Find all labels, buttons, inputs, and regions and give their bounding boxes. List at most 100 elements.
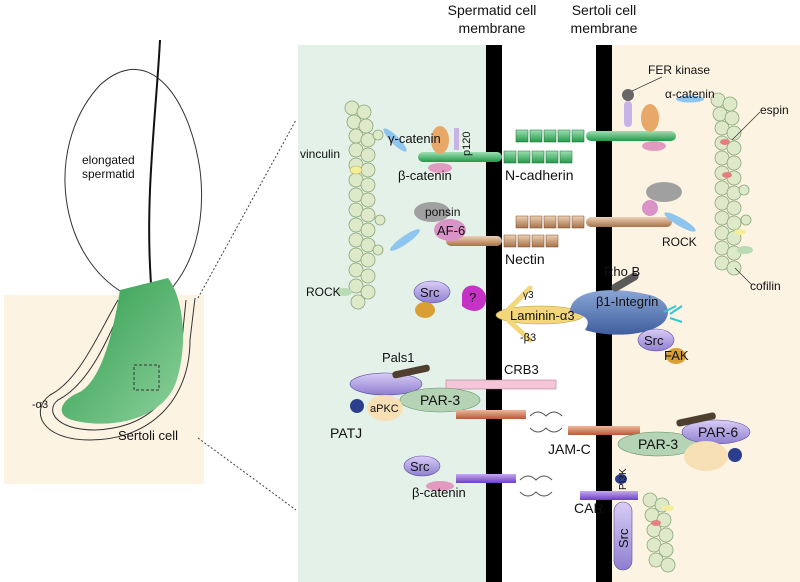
spermatid-header-2: membrane xyxy=(459,20,526,36)
cofilin-marker xyxy=(734,229,746,235)
rho-b-label: Rho B xyxy=(604,264,640,279)
rock-right-label: ROCK xyxy=(662,235,697,249)
beta3-label: -β3 xyxy=(520,332,536,344)
vinculin-label: vinculin xyxy=(300,147,340,161)
beta-catenin-bottom-shape xyxy=(426,481,454,491)
src-bottom-shape xyxy=(403,455,441,477)
spermatid-region xyxy=(298,45,486,582)
src-fak-shape xyxy=(637,328,675,352)
apkc-label: aPKC xyxy=(370,403,399,415)
jam-c-left xyxy=(456,410,526,419)
integrin-label: β1-Integrin xyxy=(596,294,658,309)
nectin-right xyxy=(515,215,672,229)
pals1-shape xyxy=(349,372,423,396)
ponsin-shape xyxy=(414,202,450,222)
crb3-shape xyxy=(445,379,557,390)
cofilin-label: cofilin xyxy=(750,279,781,293)
integrin-shape xyxy=(570,290,668,335)
laminin-arm-top xyxy=(505,285,533,313)
jam-c-label: JAM-C xyxy=(548,441,591,457)
src-fak-label: Src xyxy=(644,333,664,348)
src-top-shape xyxy=(413,280,451,304)
af6-right-link xyxy=(664,212,696,232)
elongated-label-1: elongated xyxy=(82,153,135,167)
src-top-small xyxy=(415,302,435,318)
rock-left-label: ROCK xyxy=(306,285,341,299)
par6-label: PAR-6 xyxy=(698,424,738,440)
af6-link xyxy=(390,229,420,251)
beta-catenin-right xyxy=(642,141,666,151)
rho-b-shape xyxy=(611,272,639,292)
jam-c-right xyxy=(568,426,640,435)
af6-shape xyxy=(434,219,466,241)
ponsin-label: ponsin xyxy=(425,205,460,219)
par-complex-oval xyxy=(684,441,728,471)
car-label: CAR xyxy=(574,500,604,516)
pi3k-shape xyxy=(615,474,627,484)
alpha-catenin-right-shape xyxy=(676,95,704,103)
p120-shape xyxy=(454,128,459,150)
espin-leader xyxy=(731,111,761,141)
nectin-left xyxy=(446,234,559,248)
question-label: ? xyxy=(469,290,476,305)
integrin-tail xyxy=(663,305,683,323)
gamma3-label: γ3 xyxy=(523,290,534,301)
car-loops xyxy=(519,475,553,497)
gamma-catenin-right xyxy=(641,104,659,132)
elongated-label-2: spermatid xyxy=(82,167,135,181)
alpha-catenin-label: α-catenin xyxy=(665,87,715,101)
p120-label: p120 xyxy=(461,132,473,156)
overview-panel: elongated spermatid -α3 Sertoli cell xyxy=(4,39,297,511)
src-vertical-shape xyxy=(613,501,633,571)
n-cadherin-right xyxy=(515,129,676,143)
pals1-label: Pals1 xyxy=(382,350,415,365)
car-left xyxy=(456,474,516,483)
cofilin-leader xyxy=(734,267,753,286)
spermatid-flagellum xyxy=(148,39,161,301)
espin-marker-2 xyxy=(722,172,732,178)
fer-kinase-stem xyxy=(624,101,632,127)
spermatid-body xyxy=(61,278,184,424)
par3-left-label: PAR-3 xyxy=(420,392,460,408)
af6-label: AF-6 xyxy=(437,223,465,238)
gamma-catenin-label: γ-catenin xyxy=(388,131,441,146)
spermatid-head-outline xyxy=(64,69,203,301)
laminin-label: Laminin-α3 xyxy=(510,308,575,323)
rock-right-shape xyxy=(737,246,753,254)
src-vertical-label: Src xyxy=(616,528,631,548)
beta-catenin-bottom-label: β-catenin xyxy=(412,485,466,500)
pals1-bar xyxy=(392,364,430,379)
fak-label: FAK xyxy=(664,348,689,363)
question-protein xyxy=(462,285,487,311)
par-blue-dot xyxy=(728,448,742,462)
laminin-arm-bottom xyxy=(505,317,533,343)
par3-left-shape xyxy=(399,387,481,413)
zoom-box xyxy=(133,364,160,391)
spermatid-header-1: Spermatid cell xyxy=(448,2,537,18)
zoom-line-bottom xyxy=(197,437,297,511)
src-top-label: Src xyxy=(420,285,440,300)
nectin-label: Nectin xyxy=(505,251,545,267)
espin-label: espin xyxy=(760,103,789,117)
car-right xyxy=(580,491,638,500)
spermatid-membrane xyxy=(486,45,502,582)
vinculin-marker xyxy=(349,165,363,175)
par6-bar xyxy=(676,412,716,427)
gamma-catenin xyxy=(431,126,449,154)
beta-catenin-top-shape xyxy=(428,163,452,173)
patj-shape xyxy=(350,399,364,413)
fer-kinase-label: FER kinase xyxy=(648,63,710,77)
patj-label: PATJ xyxy=(330,425,362,441)
ponsin-right-shape xyxy=(646,182,682,202)
espin-marker xyxy=(720,139,730,145)
fak-shape xyxy=(666,348,686,364)
af6-right-shape xyxy=(642,200,658,216)
rock-left-shape xyxy=(336,288,352,296)
n-cadherin-left xyxy=(418,150,573,164)
src-bottom-label: Src xyxy=(410,459,430,474)
fer-kinase-shape xyxy=(622,89,634,101)
sertoli-cell-label: Sertoli cell xyxy=(118,428,178,443)
actin-left xyxy=(344,100,386,310)
sertoli-outline xyxy=(40,297,196,441)
